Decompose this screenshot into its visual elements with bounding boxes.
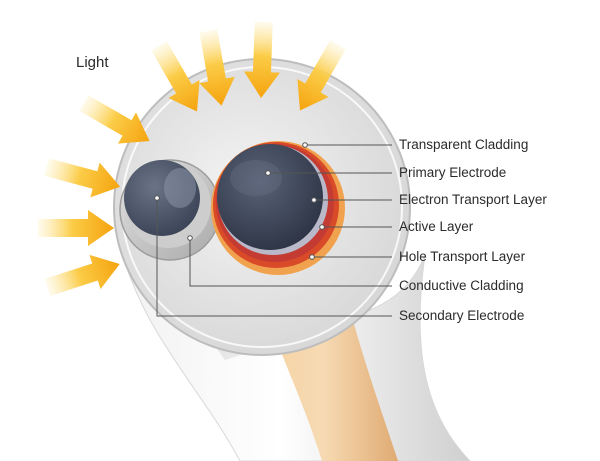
label-active-layer: Active Layer bbox=[399, 219, 474, 234]
secondary-electrode-highlight bbox=[164, 168, 196, 208]
light-label: Light bbox=[76, 54, 109, 71]
label-electron-transport-layer: Electron Transport Layer bbox=[399, 192, 547, 207]
light-arrow-icon bbox=[44, 254, 120, 297]
leader-lines bbox=[156, 144, 392, 317]
light-arrow-icon bbox=[297, 40, 346, 111]
light-arrow-icon bbox=[79, 95, 150, 144]
primary-electrode bbox=[217, 144, 323, 250]
label-conductive-cladding: Conductive Cladding bbox=[399, 278, 524, 293]
light-arrow-icon bbox=[151, 41, 200, 112]
leader-dot bbox=[187, 235, 193, 241]
leader-secondary-electrode bbox=[156, 198, 392, 317]
light-arrow-icon bbox=[38, 210, 114, 246]
leader-conductive-cladding bbox=[189, 238, 392, 287]
leader-dot bbox=[311, 197, 317, 203]
label-primary-electrode: Primary Electrode bbox=[399, 165, 507, 180]
leader-dot bbox=[309, 254, 315, 260]
leader-dot bbox=[154, 195, 160, 201]
light-arrow-icon bbox=[44, 158, 121, 198]
light-arrow-icon bbox=[199, 29, 235, 106]
leader-dot bbox=[302, 142, 308, 148]
label-hole-transport-layer: Hole Transport Layer bbox=[399, 249, 526, 264]
leader-dot bbox=[265, 170, 271, 176]
leader-dot bbox=[319, 224, 325, 230]
light-arrow-icon bbox=[244, 21, 280, 98]
light-arrows bbox=[38, 21, 346, 297]
primary-electrode-highlight bbox=[230, 160, 282, 196]
leader-dots bbox=[154, 142, 325, 260]
label-secondary-electrode: Secondary Electrode bbox=[399, 308, 525, 323]
label-transparent-cladding: Transparent Cladding bbox=[399, 137, 529, 152]
